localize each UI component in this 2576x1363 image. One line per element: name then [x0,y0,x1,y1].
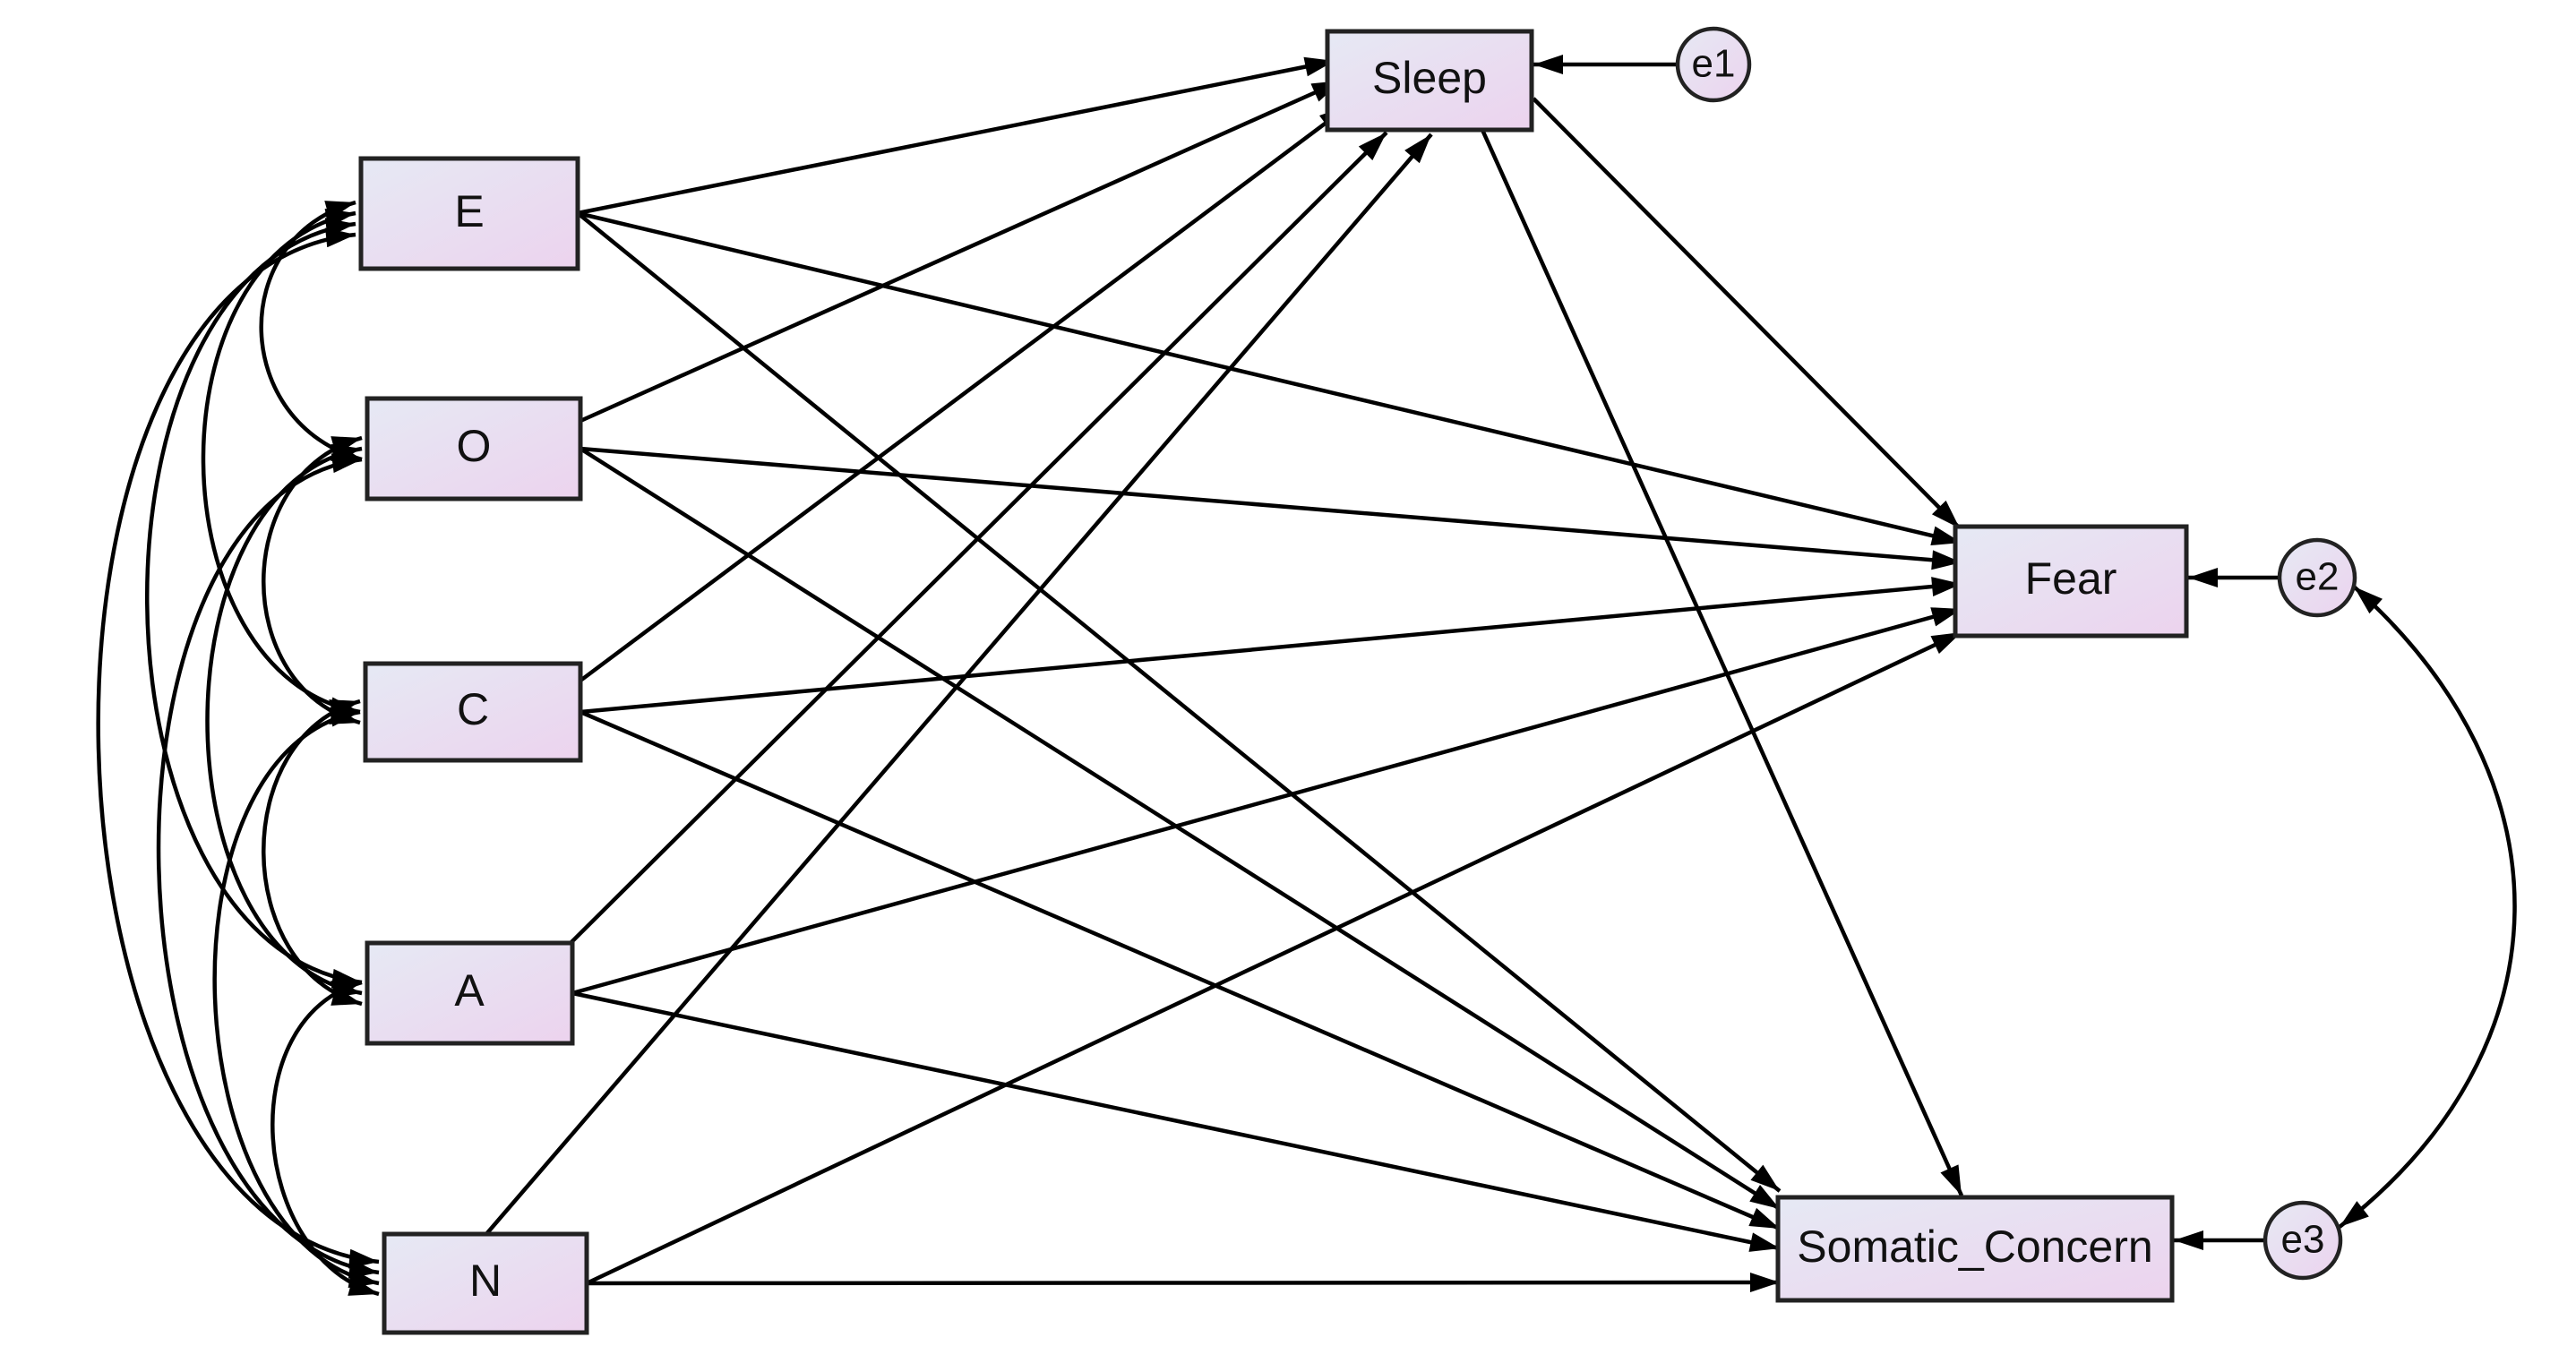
error-e1: e1 [1675,26,1752,103]
path-sleep-to-fear [1532,97,1962,530]
path-o-to-sleep [580,78,1343,424]
error-e2: e2 [2277,537,2357,618]
path-a-to-fear [571,606,1962,996]
node-N-label: N [469,1256,502,1306]
nodes: E O C A N Sleep Fear Somatic_Concern [358,26,2357,1335]
error-e2-label: e2 [2296,555,2340,599]
error-e1-label: e1 [1692,42,1736,86]
covariance-c-a [262,699,363,1007]
node-C-label: C [457,684,489,734]
node-Sleep: Sleep [1325,29,1534,133]
node-A-label: A [454,965,485,1016]
path-e-to-sleep [577,56,1335,216]
path-c-to-fear [580,577,1962,715]
path-n-to-somatic-concern [586,1273,1781,1293]
path-n-to-fear [586,630,1962,1286]
node-Somatic_Concern-label: Somatic_Concern [1797,1222,2152,1272]
path-e-to-somatic-concern [576,211,1782,1193]
node-Fear: Fear [1953,524,2189,639]
path-a-to-sleep [567,131,1388,947]
covariance-e-a [145,218,363,989]
covariance-o-n [156,453,380,1279]
covariance-e-c [201,208,361,717]
node-N: N [382,1231,589,1335]
node-A: A [365,940,575,1046]
node-E-label: E [454,186,484,236]
covariance-a-n [270,980,380,1297]
path-a-to-somatic-concern [571,990,1781,1252]
covariance-e-o [259,200,363,462]
node-O: O [365,396,583,501]
path-o-to-somatic-concern [579,447,1782,1211]
path-c-to-somatic-concern [580,709,1781,1231]
path-o-to-fear [580,446,1962,570]
covariance-o-a [205,443,363,999]
node-Sleep-label: Sleep [1372,53,1487,103]
error-e3: e3 [2263,1200,2343,1281]
path-c-to-sleep [579,104,1351,682]
node-C: C [363,661,583,763]
error-e3-label: e3 [2281,1218,2325,1262]
covariance-o-c [262,435,363,725]
path-sleep-to-somatic-concern [1480,129,1964,1196]
path-n-to-sleep [485,133,1433,1236]
node-O-label: O [457,421,492,471]
connectors [96,55,2517,1297]
covariance-e-n [96,227,380,1269]
node-Fear-label: Fear [2025,553,2117,604]
path-e-to-fear [577,210,1962,546]
node-Somatic_Concern: Somatic_Concern [1775,1195,2175,1303]
covariance-e2-e3 [2338,585,2517,1229]
node-E: E [358,156,580,271]
covariance-c-n [212,707,380,1289]
